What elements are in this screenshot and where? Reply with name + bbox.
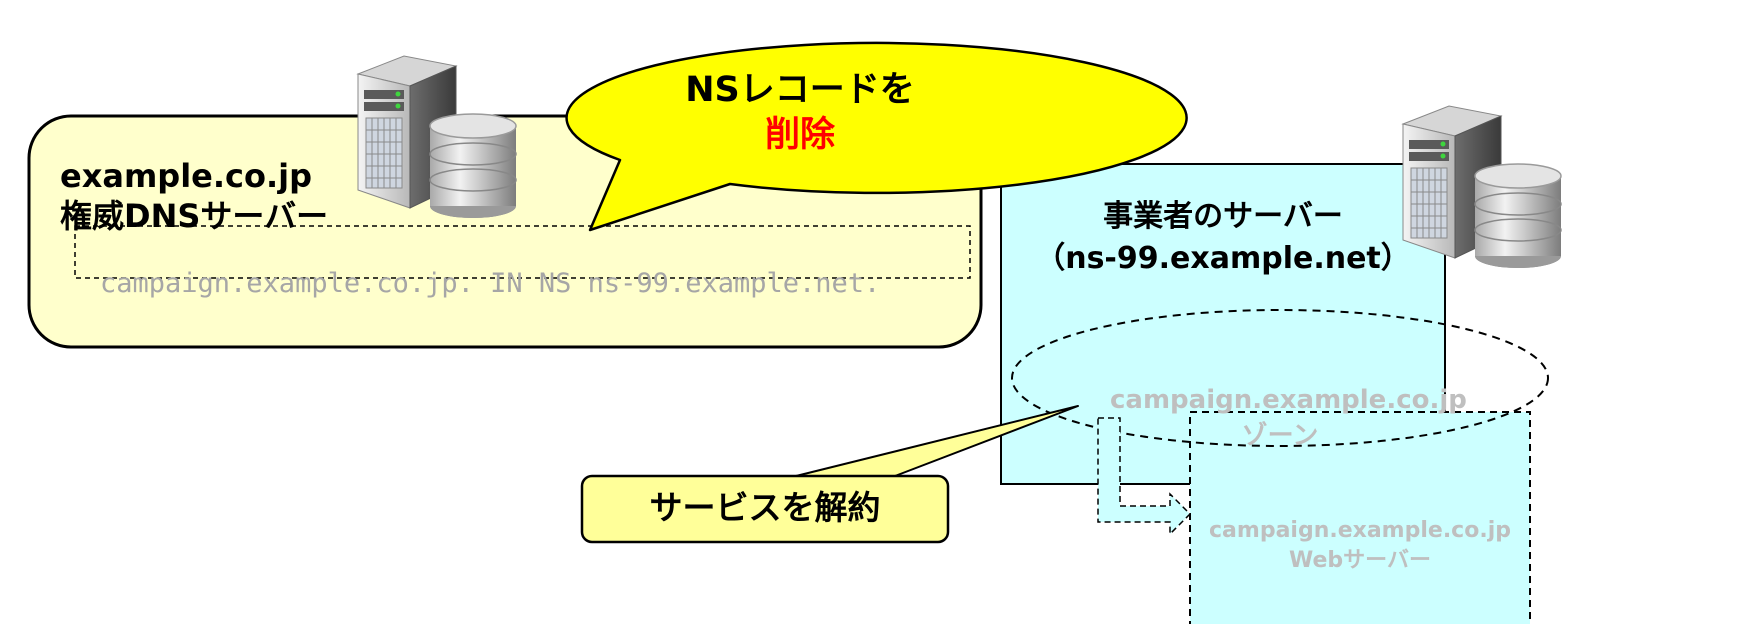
ns-record-box — [74, 225, 971, 279]
zone-label: campaign.example.co.jp ゾーン — [1110, 382, 1467, 454]
server-tower-icon — [357, 55, 517, 219]
authoritative-server-label: example.co.jp 権威DNSサーバー — [60, 156, 328, 236]
web-server-box — [1189, 411, 1531, 624]
authoritative-role: 権威DNSサーバー — [60, 197, 329, 235]
web-server-label: campaign.example.co.jp Webサーバー — [1180, 516, 1540, 576]
provider-server-label: 事業者のサーバー （ns-99.example.net） — [993, 196, 1453, 280]
cancel-callout-box — [580, 474, 950, 544]
web-server-name: campaign.example.co.jp — [1209, 518, 1511, 543]
zone-name: campaign.example.co.jp — [1110, 385, 1467, 415]
provider-title: 事業者のサーバー — [1103, 199, 1343, 234]
delete-callout-line2: 削除 — [764, 115, 835, 155]
web-server-kind: Webサーバー — [1289, 548, 1431, 573]
cancel-callout-text: サービスを解約 — [649, 488, 881, 527]
zone-ellipse — [1011, 309, 1549, 447]
provider-hostname: （ns-99.example.net） — [1035, 241, 1411, 276]
delete-callout-line1: NSレコードを — [685, 70, 915, 110]
zone-to-web-arrow — [1097, 417, 1192, 536]
delete-callout-text: NSレコードを 削除 — [620, 68, 980, 158]
authoritative-domain: example.co.jp — [60, 157, 312, 195]
ns-record-text: campaign.example.co.jp. IN NS ns-99.exam… — [100, 268, 881, 299]
delete-callout-bubble — [565, 41, 1188, 232]
zone-kind: ゾーン — [1241, 421, 1319, 451]
